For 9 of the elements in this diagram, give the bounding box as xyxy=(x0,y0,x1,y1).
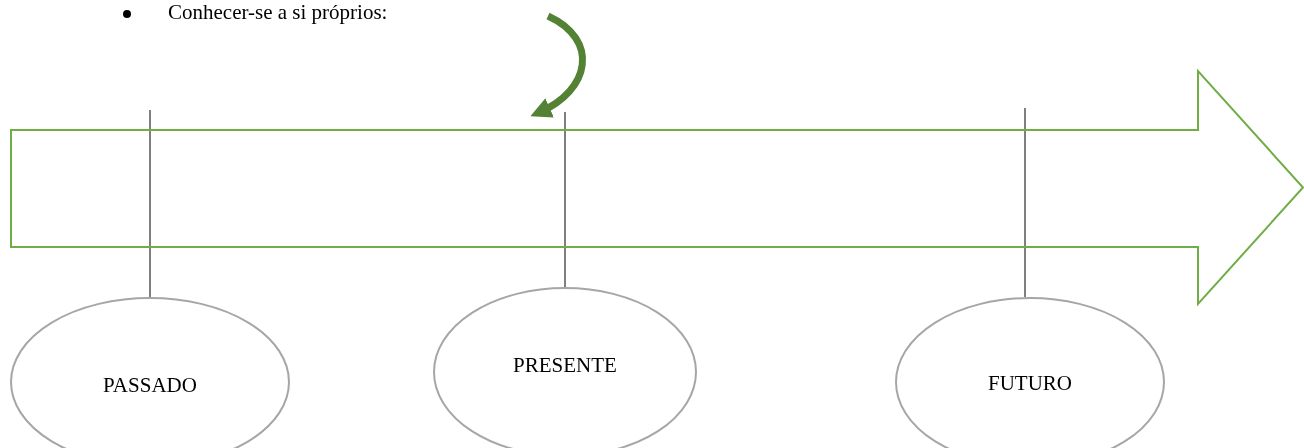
curved-arrow xyxy=(530,12,586,117)
timeline-arrow xyxy=(10,70,1304,305)
period-label: FUTURO xyxy=(988,371,1072,396)
leader-line xyxy=(149,109,151,298)
leader-line xyxy=(564,111,566,288)
period-label: PASSADO xyxy=(103,373,197,398)
period-label: PRESENTE xyxy=(513,353,617,378)
bullet-text: Conhecer-se a si próprios: xyxy=(168,0,388,25)
leader-line xyxy=(1024,107,1026,298)
